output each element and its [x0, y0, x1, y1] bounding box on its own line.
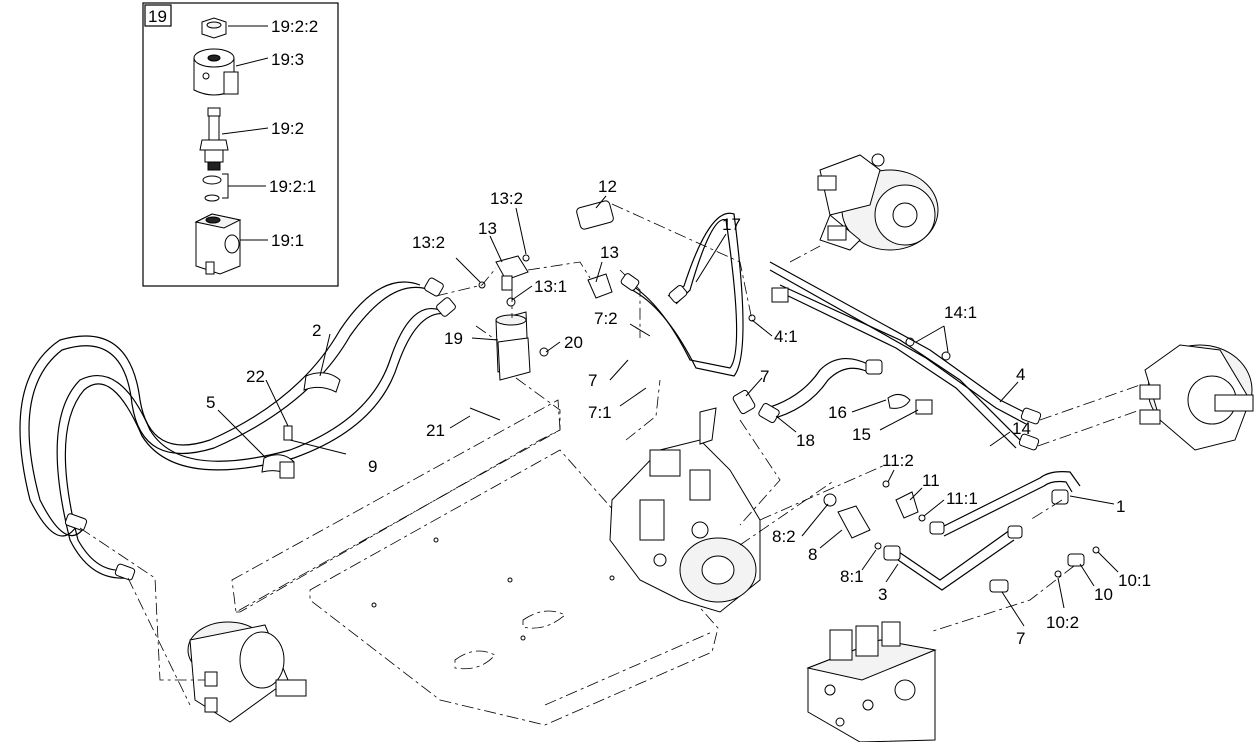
- tube-18: [732, 358, 933, 423]
- hydraulic-motor-left: [79, 527, 307, 723]
- callout-label: 7:2: [594, 309, 618, 328]
- callout-label: 18: [796, 431, 815, 450]
- tubes-1-3: [823, 471, 1100, 633]
- hydraulic-motor-right-top: [817, 153, 939, 251]
- valve-body-19-1: [194, 213, 242, 275]
- callout-label: 21: [426, 421, 445, 440]
- callout-label: 10: [1094, 585, 1113, 604]
- inset-number: 19: [148, 7, 167, 26]
- callout-label: 10:1: [1118, 571, 1151, 590]
- cartridge-19-2: [199, 107, 229, 171]
- callout-label: 13:2: [412, 233, 445, 252]
- inset-label: 19:2:1: [269, 177, 316, 196]
- inset-label: 19:2: [271, 119, 304, 138]
- callout-label: 2: [312, 321, 321, 340]
- inset-label: 19:2:2: [271, 17, 318, 36]
- callout-labels: 13:2 13 13:2 12 17 13 13:1 19 20 7:2 7 7…: [206, 177, 1151, 648]
- callout-label: 5: [206, 393, 215, 412]
- inset-panel: 19: [142, 2, 339, 287]
- callout-label: 14:1: [944, 303, 977, 322]
- tubes-4-14: [748, 245, 1141, 451]
- callout-label: 7: [760, 367, 769, 386]
- callout-label: 10:2: [1046, 613, 1079, 632]
- hose-assemblies-2-9: [19, 277, 456, 581]
- callout-label: 11: [922, 471, 940, 490]
- callout-label: 13:2: [490, 189, 523, 208]
- callout-label: 8: [808, 545, 817, 564]
- callout-label: 7:1: [588, 403, 612, 422]
- inset-label: 19:1: [271, 231, 304, 250]
- callout-label: 7: [1016, 629, 1025, 648]
- callout-label: 15: [852, 425, 871, 444]
- callout-label: 3: [878, 585, 887, 604]
- callout-label: 1: [1116, 497, 1125, 516]
- callout-label: 11:1: [946, 489, 978, 508]
- callout-label: 4:1: [774, 327, 798, 346]
- coil-19-3: [193, 48, 239, 96]
- inset-label: 19:3: [271, 50, 304, 69]
- callout-label: 9: [368, 457, 377, 476]
- center-fittings: [435, 200, 753, 430]
- tube-17: [620, 212, 744, 377]
- callout-label: 19: [444, 329, 463, 348]
- callout-label: 22: [246, 367, 265, 386]
- callout-label: 12: [598, 177, 617, 196]
- callout-label: 13: [600, 243, 619, 262]
- callout-label: 8:1: [840, 567, 864, 586]
- o-rings-19-2-1: [202, 175, 222, 202]
- callout-label: 8:2: [772, 527, 796, 546]
- callout-label: 17: [722, 215, 741, 234]
- callout-leaders: [217, 195, 1119, 627]
- valve-block: [806, 621, 937, 743]
- callout-label: 4: [1016, 365, 1025, 384]
- nut-19-2-2: [201, 17, 227, 39]
- callout-label: 11:2: [882, 451, 914, 470]
- callout-label: 20: [564, 333, 583, 352]
- hydraulic-motor-right: [1139, 344, 1254, 451]
- callout-label: 13:1: [534, 277, 567, 296]
- hydraulic-pump-center: [609, 379, 886, 613]
- callout-label: 16: [828, 403, 847, 422]
- callout-label: 13: [478, 219, 497, 238]
- callout-label: 14: [1012, 419, 1031, 438]
- inset-number-box: [144, 4, 172, 27]
- callout-label: 7: [588, 371, 597, 390]
